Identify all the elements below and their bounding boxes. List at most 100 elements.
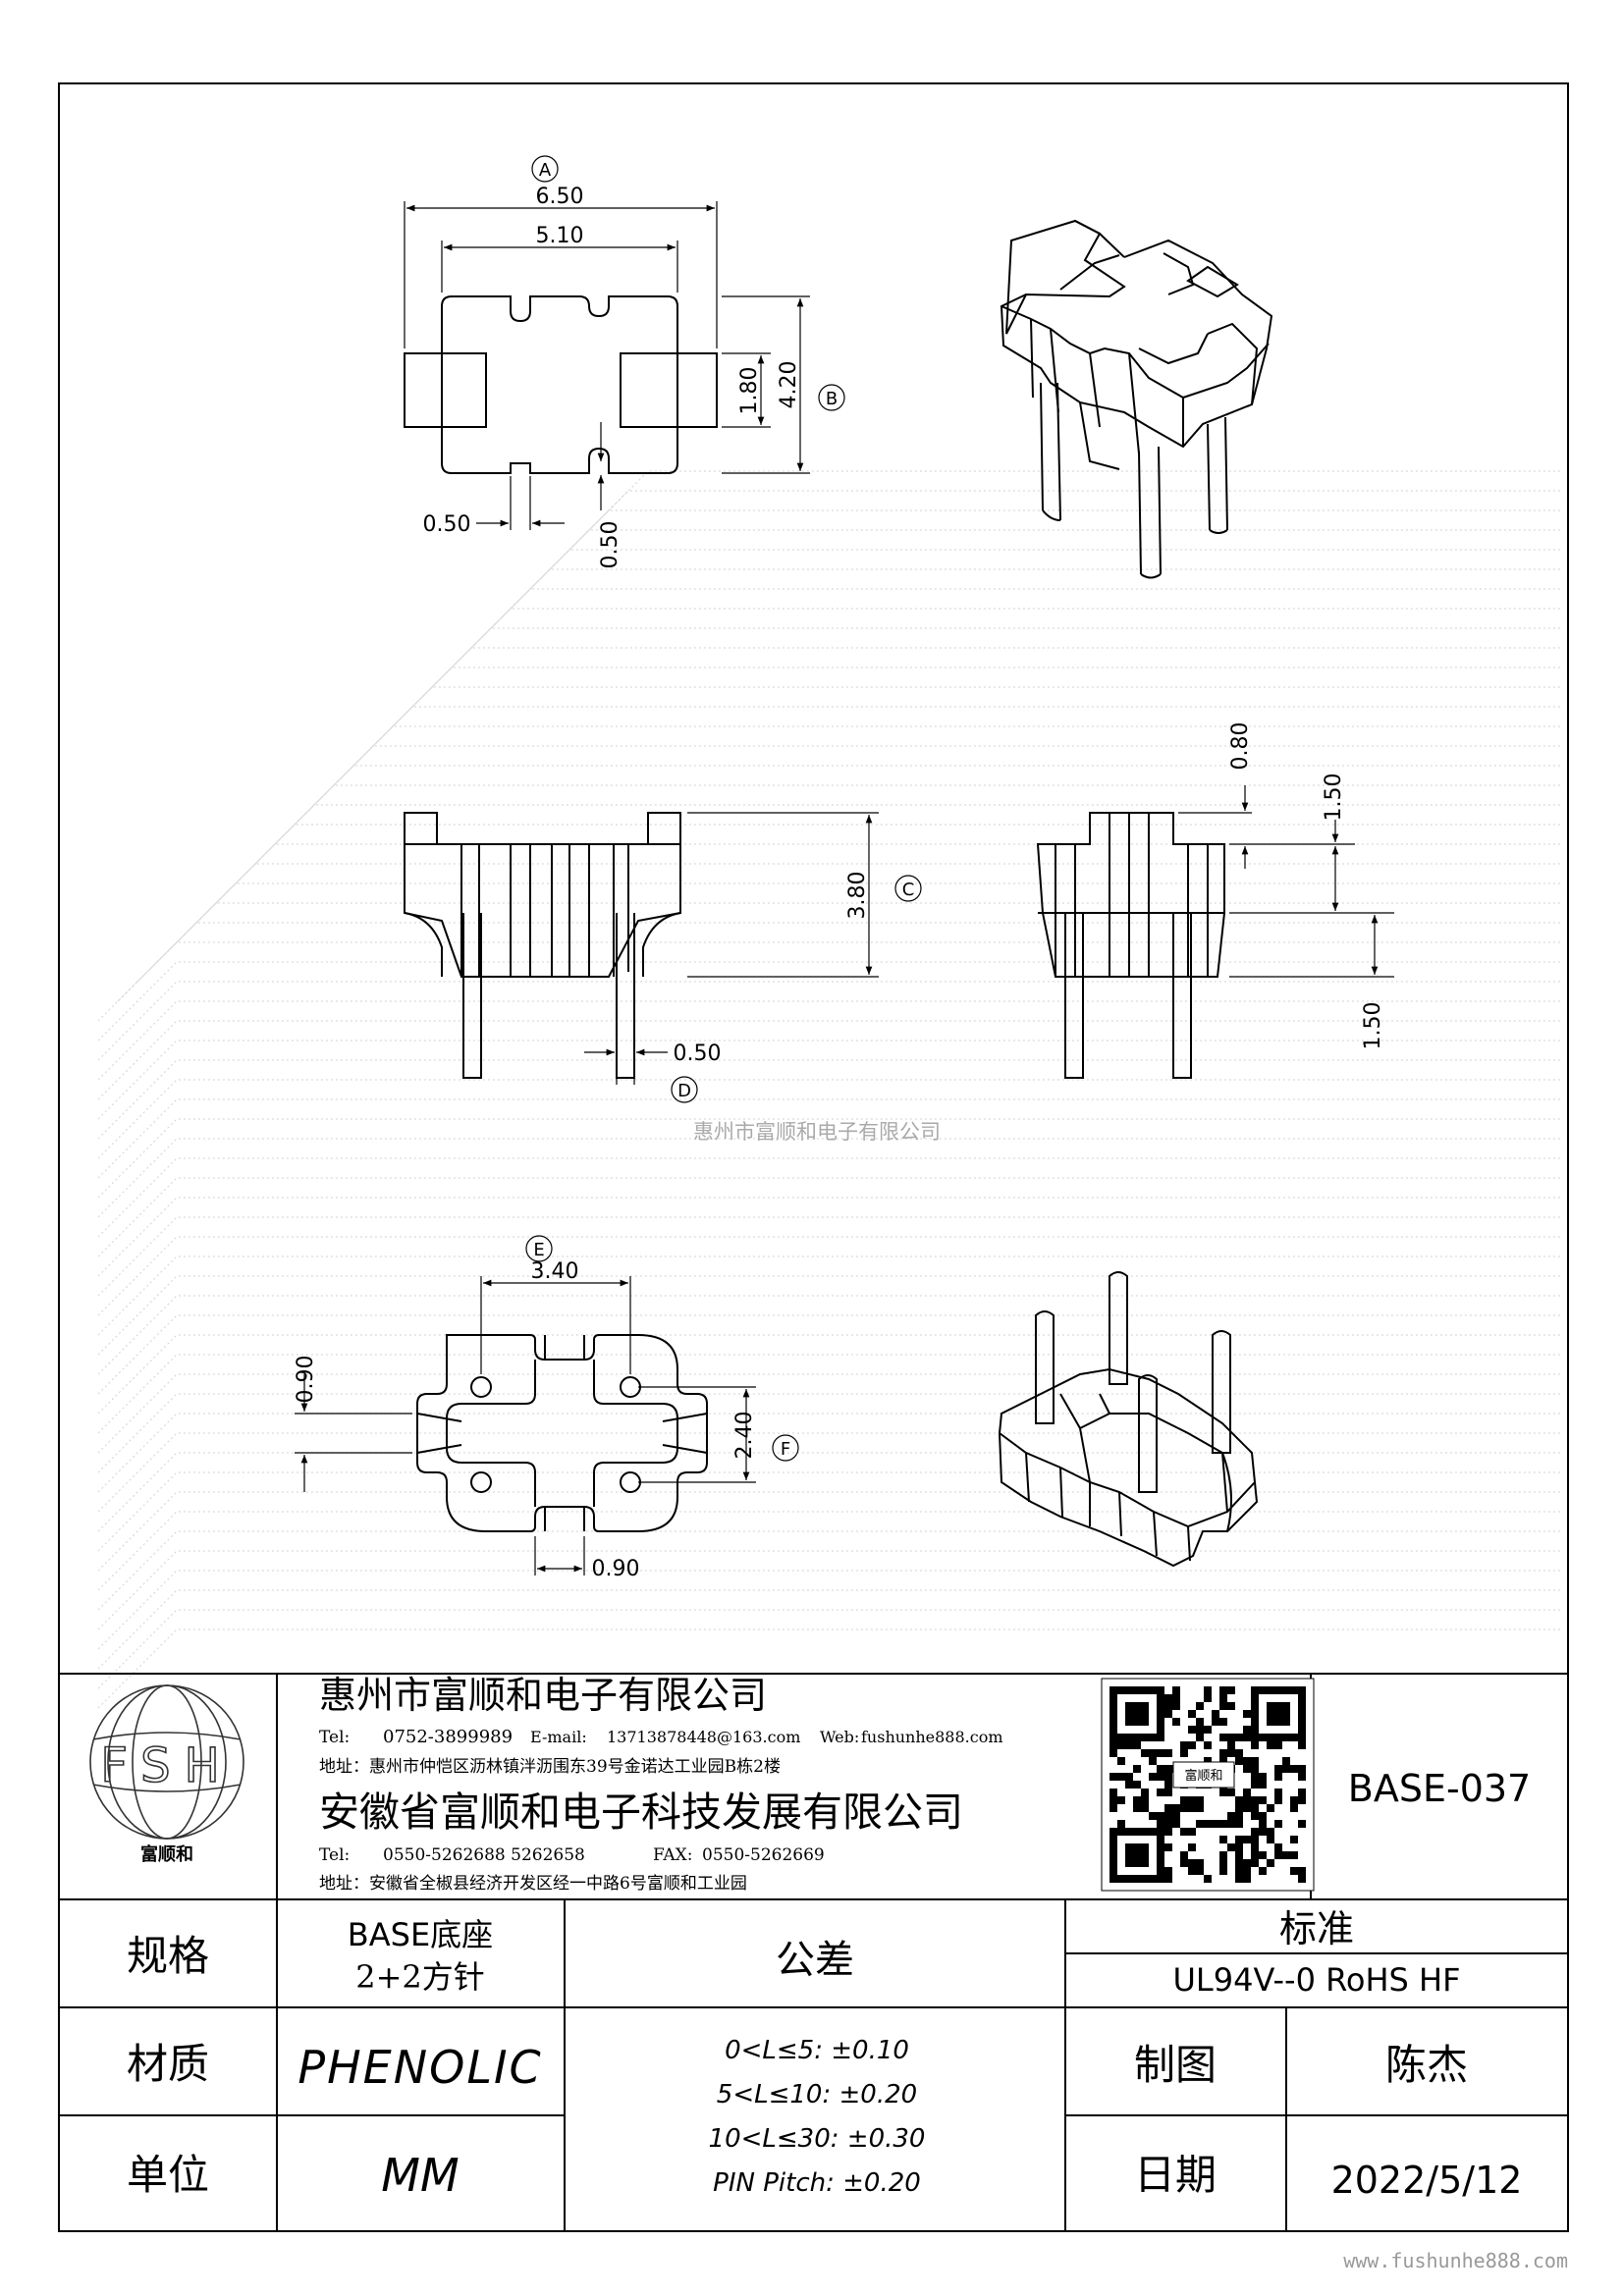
front-view-dim-text: 3.80 C 0.50 D — [674, 872, 915, 1101]
dim-420: 4.20 — [777, 361, 801, 409]
company1-web: fushunhe888.com — [861, 1728, 1003, 1746]
tolerance-line: 10<L≤30: ±0.30 — [709, 2124, 926, 2154]
dim-090-h: 0.90 — [592, 1557, 640, 1581]
qr-module — [1196, 1796, 1204, 1804]
dim-240: 2.40 — [732, 1412, 757, 1460]
qr-module — [1164, 1789, 1172, 1796]
qr-module — [1243, 1867, 1251, 1875]
qr-module — [1259, 1828, 1267, 1836]
qr-center-badge — [1172, 1761, 1235, 1789]
qr-module — [1141, 1804, 1149, 1812]
qr-module — [1188, 1867, 1196, 1875]
spec-label: 规格 — [127, 1932, 209, 1980]
qr-module — [1243, 1710, 1251, 1718]
label-e: E — [533, 1240, 544, 1260]
qr-module — [1219, 1820, 1227, 1828]
qr-module — [1188, 1741, 1196, 1749]
qr-module — [1109, 1694, 1117, 1702]
qr-module — [1109, 1789, 1117, 1796]
qr-module — [1157, 1851, 1164, 1859]
qr-module — [1180, 1851, 1188, 1859]
qr-module — [1125, 1741, 1133, 1749]
qr-module — [1141, 1718, 1149, 1726]
qr-module — [1243, 1875, 1251, 1883]
qr-module — [1188, 1859, 1196, 1867]
qr-module — [1109, 1828, 1117, 1836]
label-c: C — [902, 880, 915, 900]
qr-module — [1157, 1812, 1164, 1820]
spec-line2: 2+2方针 — [355, 1958, 485, 1996]
tolerance-list: 0<L≤5: ±0.10 5<L≤10: ±0.20 10<L≤30: ±0.3… — [709, 2036, 926, 2198]
qr-module — [1251, 1843, 1259, 1851]
qr-module — [1125, 1843, 1133, 1851]
qr-module — [1212, 1820, 1219, 1828]
qr-module — [1149, 1812, 1157, 1820]
qr-module — [1219, 1749, 1227, 1757]
bottom-view — [416, 1334, 708, 1532]
qr-module — [1196, 1726, 1204, 1734]
qr-module — [1298, 1867, 1306, 1875]
qr-module — [1157, 1694, 1164, 1702]
qr-module — [1259, 1820, 1267, 1828]
tolerance-line: 5<L≤10: ±0.20 — [717, 2080, 917, 2109]
dim-180: 1.80 — [737, 367, 762, 415]
qr-module — [1227, 1820, 1235, 1828]
dim-340: 3.40 — [531, 1259, 579, 1284]
right-view-dimensions — [1178, 785, 1394, 978]
qr-module — [1125, 1859, 1133, 1867]
qr-module — [1219, 1757, 1227, 1765]
qr-module — [1251, 1804, 1259, 1812]
qr-module — [1172, 1820, 1180, 1828]
qr-module — [1141, 1702, 1149, 1710]
qr-module — [1157, 1702, 1164, 1710]
qr-module — [1219, 1836, 1227, 1843]
qr-module — [1188, 1710, 1196, 1718]
qr-module — [1157, 1789, 1164, 1796]
qr-module — [1251, 1812, 1259, 1820]
qr-module — [1141, 1859, 1149, 1867]
qr-module — [1149, 1757, 1157, 1765]
qr-module — [1133, 1804, 1141, 1812]
qr-module — [1298, 1789, 1306, 1796]
iso-view-bottom — [998, 1271, 1259, 1568]
material-value: PHENOLIC — [298, 2041, 542, 2094]
qr-module — [1149, 1875, 1157, 1883]
qr-module — [1141, 1875, 1149, 1883]
qr-module — [1133, 1686, 1141, 1694]
company-logo — [89, 1684, 244, 1840]
tolerance-line: 0<L≤5: ±0.10 — [725, 2036, 909, 2065]
qr-module — [1157, 1820, 1164, 1828]
tolerance-line: PIN Pitch: ±0.20 — [713, 2168, 921, 2198]
qr-module — [1251, 1718, 1259, 1726]
qr-module — [1298, 1694, 1306, 1702]
qr-module — [1290, 1851, 1298, 1859]
qr-module — [1251, 1734, 1259, 1741]
qr-module — [1133, 1843, 1141, 1851]
date-label: 日期 — [1134, 2151, 1217, 2199]
qr-module — [1141, 1796, 1149, 1804]
qr-module — [1219, 1851, 1227, 1859]
qr-module — [1196, 1867, 1204, 1875]
qr-module — [1164, 1710, 1172, 1718]
front-view — [404, 812, 681, 1079]
footer-url: www.fushunhe888.com — [1343, 2249, 1568, 2272]
qr-module — [1227, 1734, 1235, 1741]
qr-module — [1117, 1757, 1125, 1765]
qr-module — [1180, 1796, 1188, 1804]
qr-module — [1259, 1781, 1267, 1789]
iso-view-top — [1000, 219, 1273, 579]
qr-module — [1133, 1702, 1141, 1710]
qr-module — [1204, 1741, 1212, 1749]
qr-module — [1290, 1867, 1298, 1875]
qr-module — [1282, 1702, 1290, 1710]
qr-module — [1243, 1765, 1251, 1773]
qr-module — [1259, 1851, 1267, 1859]
qr-module — [1109, 1741, 1117, 1749]
qr-module — [1164, 1781, 1172, 1789]
qr-module — [1298, 1820, 1306, 1828]
qr-module — [1251, 1773, 1259, 1781]
qr-module — [1117, 1828, 1125, 1836]
qr-module — [1196, 1804, 1204, 1812]
qr-module — [1164, 1765, 1172, 1773]
qr-module — [1149, 1773, 1157, 1781]
